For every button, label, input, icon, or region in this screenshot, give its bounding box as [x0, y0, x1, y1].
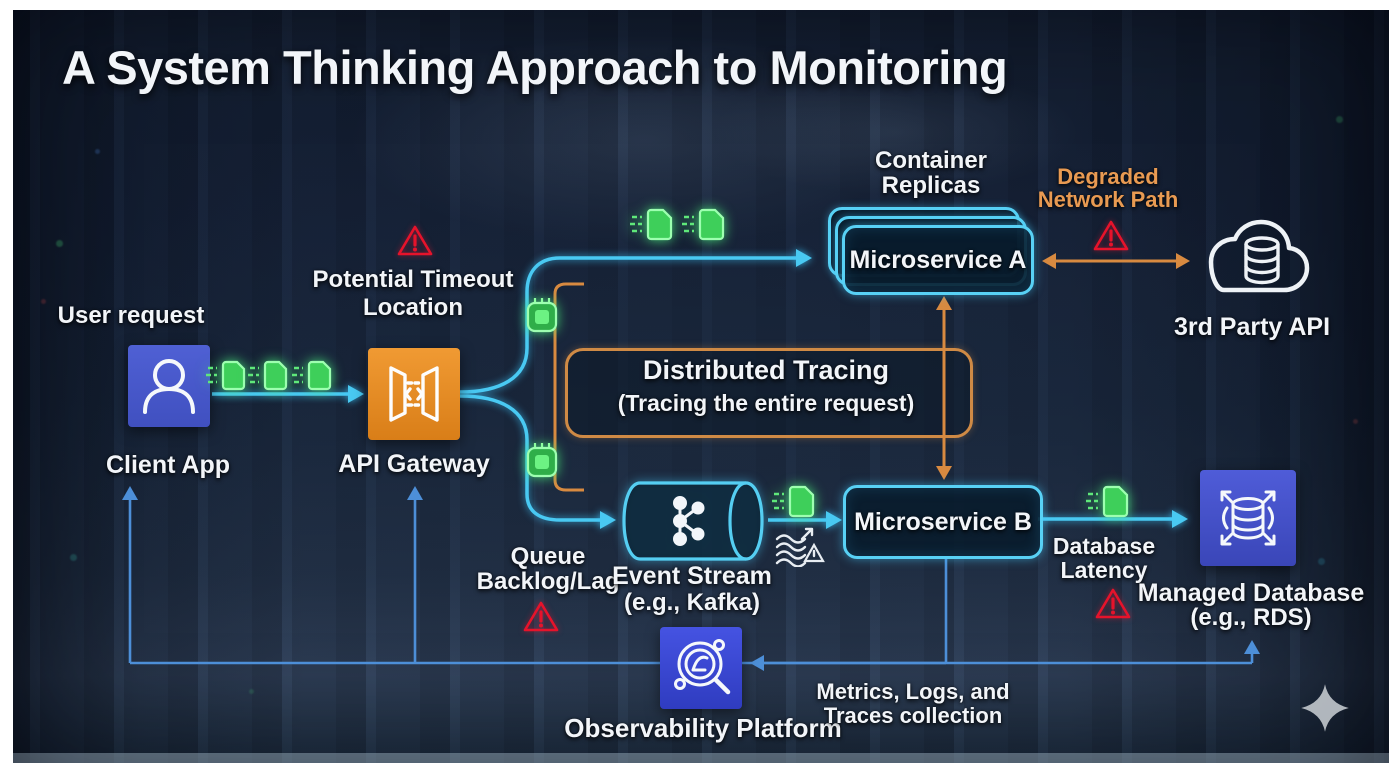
managed-database-label-line1: Managed Database	[1137, 579, 1365, 607]
observability-platform-label: Observability Platform	[564, 713, 842, 743]
arrowhead	[122, 486, 138, 500]
observability-platform-node	[660, 627, 742, 709]
api-gateway-node	[368, 348, 460, 440]
microservice-a-replicas: Microservice A	[828, 207, 1034, 297]
potential-timeout-label-line2: Location	[363, 294, 463, 321]
request-chip-icon	[526, 443, 558, 478]
database-latency-label-line1: Database	[1052, 533, 1156, 559]
arrowhead	[936, 296, 952, 310]
client-app-node	[128, 345, 210, 427]
distributed-tracing-label-line1: Distributed Tracing	[642, 355, 890, 385]
container-replicas-label-line1: Container	[874, 147, 988, 174]
request-document-icon	[248, 360, 288, 391]
event-stream-label-line1: Event Stream	[612, 562, 772, 590]
client-app-label: Client App	[105, 451, 231, 479]
managed-database-label-line2: (e.g., RDS)	[1190, 604, 1312, 631]
degraded-network-label-line2: Network Path	[1037, 187, 1179, 212]
microservice-a-label: Microservice A	[849, 245, 1027, 274]
microservice-b-node: Microservice B	[843, 485, 1043, 559]
api-gateway-icon	[389, 366, 439, 422]
floor-glow	[0, 753, 1400, 763]
gateway-split-top-line	[459, 256, 798, 394]
warning-icon	[1093, 220, 1129, 251]
microservice-b-label: Microservice B	[854, 507, 1032, 536]
arrowhead	[348, 385, 364, 403]
rds-icon	[1220, 490, 1276, 546]
distributed-tracing-label-line2: (Tracing the entire request)	[617, 390, 915, 416]
arrowhead	[600, 511, 616, 529]
user-icon	[143, 359, 195, 414]
arrowhead	[750, 655, 764, 671]
warning-icon	[397, 225, 433, 256]
kafka-icon	[673, 496, 705, 546]
database-latency-label-line2: Latency	[1060, 557, 1148, 583]
cloud-database-icon	[1208, 219, 1310, 293]
arrowhead	[1176, 253, 1190, 269]
arrowhead	[936, 466, 952, 480]
request-document-icon	[630, 208, 673, 241]
sparkle-icon	[1301, 684, 1349, 732]
microservice-a-node: Microservice A	[842, 225, 1034, 295]
request-document-icon	[206, 360, 246, 391]
api-gateway-label: API Gateway	[338, 450, 490, 478]
managed-database-node	[1200, 470, 1296, 566]
warning-icon	[523, 601, 559, 632]
third-party-api-node	[1208, 219, 1310, 293]
queue-backlog-label-line1: Queue	[510, 543, 586, 570]
arrowhead	[826, 511, 842, 529]
request-document-icon	[1086, 485, 1129, 518]
third-party-api-label: 3rd Party API	[1173, 313, 1331, 341]
page-title: A System Thinking Approach to Monitoring	[62, 41, 1008, 94]
arrowhead	[796, 249, 812, 267]
arrowhead	[407, 486, 423, 500]
request-document-icon	[292, 360, 332, 391]
distributed-tracing-box	[565, 348, 973, 438]
request-chip-icon	[526, 298, 558, 333]
arrowhead	[1172, 510, 1188, 528]
user-request-label: User request	[57, 302, 205, 329]
queue-wave-alert-icon	[775, 527, 825, 567]
arrowhead	[1042, 253, 1056, 269]
observability-icon	[674, 639, 731, 695]
metrics-collection-label-line1: Metrics, Logs, and	[816, 679, 1010, 704]
event-stream-label-line2: (e.g., Kafka)	[623, 589, 761, 616]
request-document-icon	[772, 485, 815, 518]
tracing-bracket	[553, 282, 584, 492]
degraded-network-label-line1: Degraded	[1057, 164, 1159, 189]
potential-timeout-label-line1: Potential Timeout	[312, 266, 514, 293]
warning-icon	[1095, 588, 1131, 619]
container-replicas-label-line2: Replicas	[881, 172, 981, 199]
queue-backlog-label-line2: Backlog/Lag	[476, 568, 620, 595]
event-stream-node	[622, 481, 764, 561]
gateway-split-bottom-line	[459, 394, 602, 522]
request-document-icon	[682, 208, 725, 241]
arrowhead	[1244, 640, 1260, 654]
metrics-collection-label-line2: Traces collection	[823, 703, 1003, 728]
